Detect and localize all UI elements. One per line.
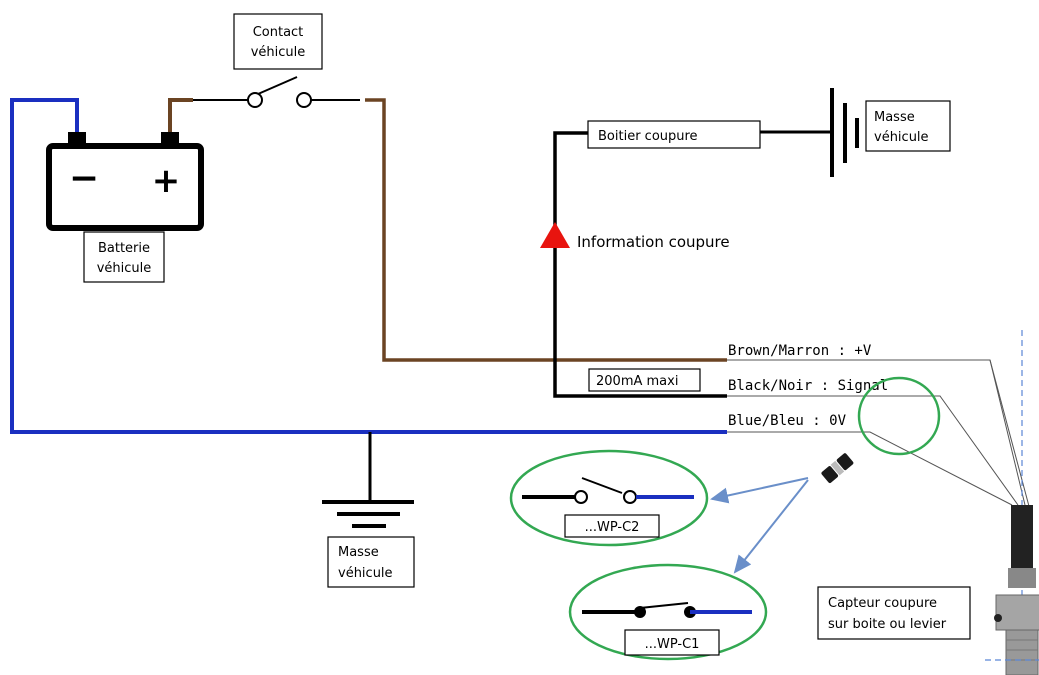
magnet-icon: [821, 453, 854, 483]
information-label: Information coupure: [577, 233, 730, 251]
wire-brown-label: Brown/Marron : +V: [728, 343, 872, 359]
red-arrow-icon: [540, 222, 570, 248]
capteur-box: [817, 586, 971, 640]
wpc1-label: ...WP-C1: [645, 637, 700, 652]
wpc1-box: [624, 629, 720, 656]
arrow-to-wpc2: [710, 477, 809, 504]
max-current-box: [588, 368, 701, 392]
wpc2-switch: [522, 477, 694, 504]
bottom-ground-icon: [322, 432, 414, 528]
black-signal-wire: [553, 131, 727, 398]
batterie-label-line2: véhicule: [97, 261, 152, 276]
blue-wire: [10, 98, 727, 434]
masse-top-line1: Masse: [874, 110, 915, 125]
arrow-to-wpc1: [733, 479, 809, 574]
wpc2-label: ...WP-C2: [585, 520, 640, 535]
masse-bottom-line2: véhicule: [338, 566, 393, 581]
contact-label-line1: Contact: [253, 25, 304, 40]
battery-minus-sign: −: [69, 158, 99, 199]
highlight-circle: [857, 376, 941, 456]
wpc2-oval: [509, 449, 709, 547]
capteur-line1: Capteur coupure: [828, 596, 937, 611]
masse-top-line2: véhicule: [874, 130, 929, 145]
boitier-label: Boitier coupure: [598, 129, 698, 144]
max-current-label: 200mA maxi: [596, 374, 678, 389]
masse-bottom-line1: Masse: [338, 545, 379, 560]
contact-label-box: [233, 13, 323, 70]
battery: − +: [46, 132, 204, 231]
masse-top-box: [865, 100, 951, 152]
contact-label-line2: véhicule: [251, 45, 306, 60]
wire-blue-label: Blue/Bleu : 0V: [728, 413, 847, 429]
wpc1-switch: [582, 602, 752, 618]
masse-bottom-box: [327, 536, 415, 588]
capteur-line2: sur boite ou levier: [828, 617, 947, 632]
sensor-leads: [727, 359, 1031, 511]
wire-black-label: Black/Noir : Signal: [728, 378, 888, 394]
sensor-icon: [985, 330, 1039, 675]
batterie-label-line1: Batterie: [98, 241, 150, 256]
batterie-label-box: [83, 231, 165, 283]
wpc1-oval: [568, 563, 768, 661]
brown-wire-left: [168, 98, 193, 138]
contact-switch: [193, 76, 360, 108]
battery-plus-sign: +: [152, 161, 181, 201]
top-ground-icon: [830, 88, 859, 177]
wpc2-box: [564, 514, 660, 538]
boitier-box: [587, 120, 761, 149]
